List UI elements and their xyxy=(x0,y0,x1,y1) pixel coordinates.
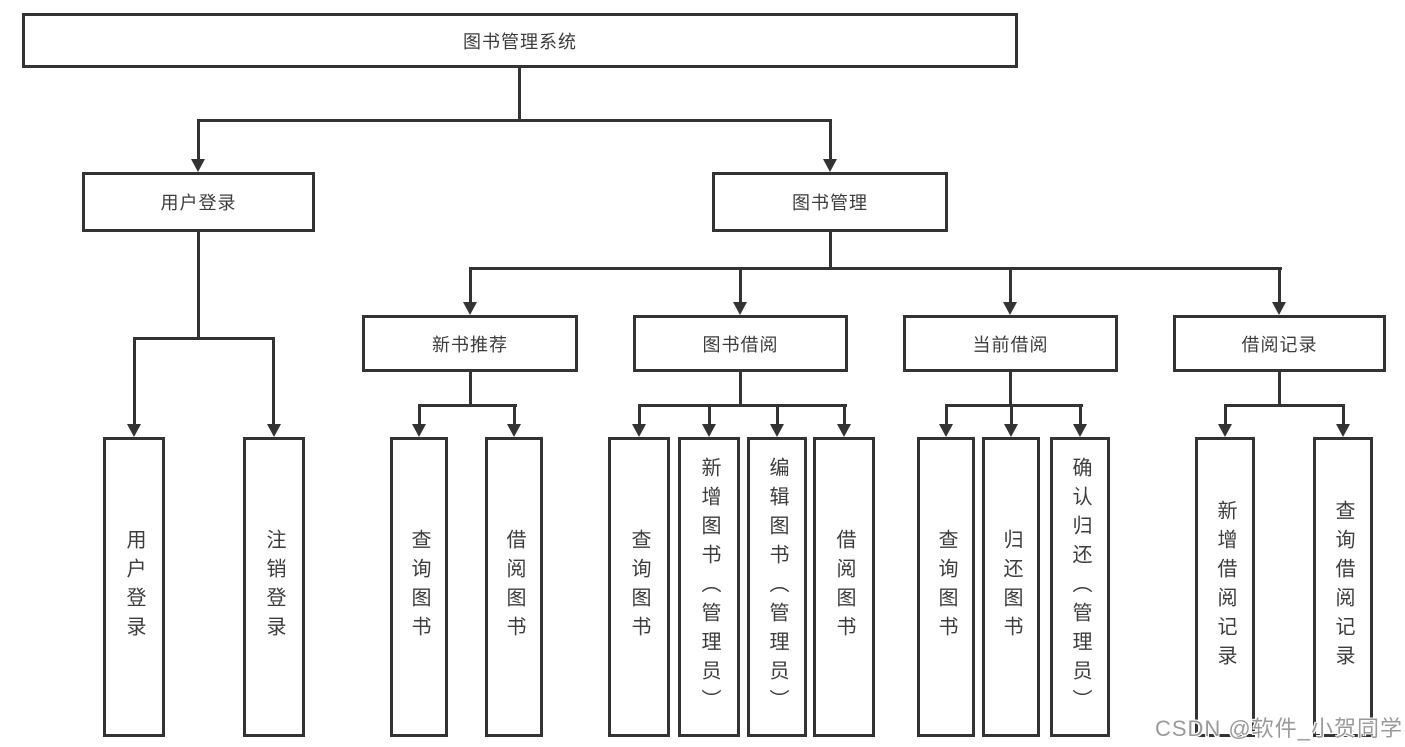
connector-line xyxy=(513,404,516,426)
connector-line xyxy=(1079,404,1082,426)
node-book-borrow: 图书借阅 xyxy=(633,315,848,372)
arrow-down-icon xyxy=(463,302,477,315)
arrow-down-icon xyxy=(267,424,281,437)
arrow-down-icon xyxy=(1272,302,1286,315)
arrow-down-icon xyxy=(632,424,646,437)
connector-line xyxy=(829,232,832,270)
arrow-down-icon xyxy=(412,424,426,437)
leaf-logout-label: 注销登录 xyxy=(263,529,285,645)
leaf-borrow-borrow: 借阅图书 xyxy=(813,437,875,737)
connector-line xyxy=(133,337,275,340)
node-root: 图书管理系统 xyxy=(22,13,1018,68)
leaf-borrow-add-label: 新增图书（管理员） xyxy=(698,456,720,718)
arrow-down-icon xyxy=(1073,424,1087,437)
connector-line xyxy=(469,267,472,304)
connector-line xyxy=(469,372,472,407)
connector-line xyxy=(418,404,421,426)
arrow-down-icon xyxy=(507,424,521,437)
leaf-newbook-borrow-label: 借阅图书 xyxy=(503,529,525,645)
leaf-current-query-label: 查询图书 xyxy=(935,529,957,645)
node-current-borrow-label: 当前借阅 xyxy=(972,334,1049,355)
csdn-watermark: CSDN @软件_小贺同学 xyxy=(1154,716,1403,741)
node-book-mgmt-label: 图书管理 xyxy=(792,193,868,213)
connector-line xyxy=(518,68,521,121)
leaf-current-confirm-label: 确认归还（管理员） xyxy=(1069,456,1091,718)
leaf-logout: 注销登录 xyxy=(243,437,305,737)
arrow-down-icon xyxy=(702,424,716,437)
node-current-borrow: 当前借阅 xyxy=(903,315,1118,372)
leaf-record-add: 新增借阅记录 xyxy=(1195,437,1255,737)
connector-line xyxy=(739,372,742,407)
arrow-down-icon xyxy=(1218,424,1232,437)
leaf-current-query: 查询图书 xyxy=(917,437,975,737)
connector-line xyxy=(418,404,517,407)
leaf-user-login-label: 用户登录 xyxy=(123,529,145,645)
connector-line xyxy=(776,404,779,426)
connector-line xyxy=(708,404,711,426)
connector-line xyxy=(197,232,200,339)
connector-line xyxy=(1224,404,1227,426)
leaf-record-query: 查询借阅记录 xyxy=(1313,437,1373,737)
connector-line xyxy=(1278,267,1281,304)
arrow-down-icon xyxy=(770,424,784,437)
leaf-newbook-query-label: 查询图书 xyxy=(408,529,430,645)
connector-line xyxy=(1342,404,1345,426)
connector-line xyxy=(1009,267,1012,304)
node-user-login: 用户登录 xyxy=(82,172,315,232)
node-root-label: 图书管理系统 xyxy=(463,31,577,52)
connector-line xyxy=(1278,372,1281,407)
node-user-login-label: 用户登录 xyxy=(160,193,237,213)
leaf-record-query-label: 查询借阅记录 xyxy=(1332,500,1354,674)
node-book-mgmt: 图书管理 xyxy=(712,172,948,232)
leaf-user-login: 用户登录 xyxy=(103,437,165,737)
connector-line xyxy=(272,337,275,426)
leaf-borrow-edit: 编辑图书（管理员） xyxy=(747,437,807,737)
arrow-down-icon xyxy=(823,159,837,172)
connector-line xyxy=(469,267,1282,270)
connector-line xyxy=(1010,404,1013,426)
leaf-current-confirm: 确认归还（管理员） xyxy=(1050,437,1110,737)
leaf-borrow-add: 新增图书（管理员） xyxy=(678,437,740,737)
arrow-down-icon xyxy=(191,159,205,172)
leaf-newbook-borrow: 借阅图书 xyxy=(485,437,543,737)
connector-line xyxy=(197,119,832,122)
connector-line xyxy=(197,119,200,161)
connector-line xyxy=(739,267,742,304)
leaf-borrow-edit-label: 编辑图书（管理员） xyxy=(766,456,788,718)
connector-line xyxy=(638,404,847,407)
connector-line xyxy=(1224,404,1345,407)
leaf-record-add-label: 新增借阅记录 xyxy=(1214,500,1236,674)
connector-line xyxy=(638,404,641,426)
arrow-down-icon xyxy=(1003,302,1017,315)
leaf-current-return-label: 归还图书 xyxy=(1000,529,1022,645)
node-book-borrow-label: 图书借阅 xyxy=(702,334,779,355)
arrow-down-icon xyxy=(837,424,851,437)
connector-line xyxy=(829,119,832,161)
connector-line xyxy=(945,404,1083,407)
connector-line xyxy=(843,404,846,426)
arrow-down-icon xyxy=(1336,424,1350,437)
leaf-newbook-query: 查询图书 xyxy=(390,437,448,737)
connector-line xyxy=(133,337,136,426)
arrow-down-icon xyxy=(733,302,747,315)
node-new-book-rec: 新书推荐 xyxy=(362,315,578,372)
node-borrow-record-label: 借阅记录 xyxy=(1241,334,1318,355)
node-borrow-record: 借阅记录 xyxy=(1173,315,1386,372)
connector-line xyxy=(1009,372,1012,407)
node-new-book-rec-label: 新书推荐 xyxy=(432,334,508,355)
arrow-down-icon xyxy=(939,424,953,437)
leaf-borrow-borrow-label: 借阅图书 xyxy=(833,529,855,645)
leaf-borrow-query-label: 查询图书 xyxy=(628,529,650,645)
arrow-down-icon xyxy=(127,424,141,437)
arrow-down-icon xyxy=(1004,424,1018,437)
connector-line xyxy=(945,404,948,426)
leaf-borrow-query: 查询图书 xyxy=(608,437,670,737)
leaf-current-return: 归还图书 xyxy=(982,437,1040,737)
